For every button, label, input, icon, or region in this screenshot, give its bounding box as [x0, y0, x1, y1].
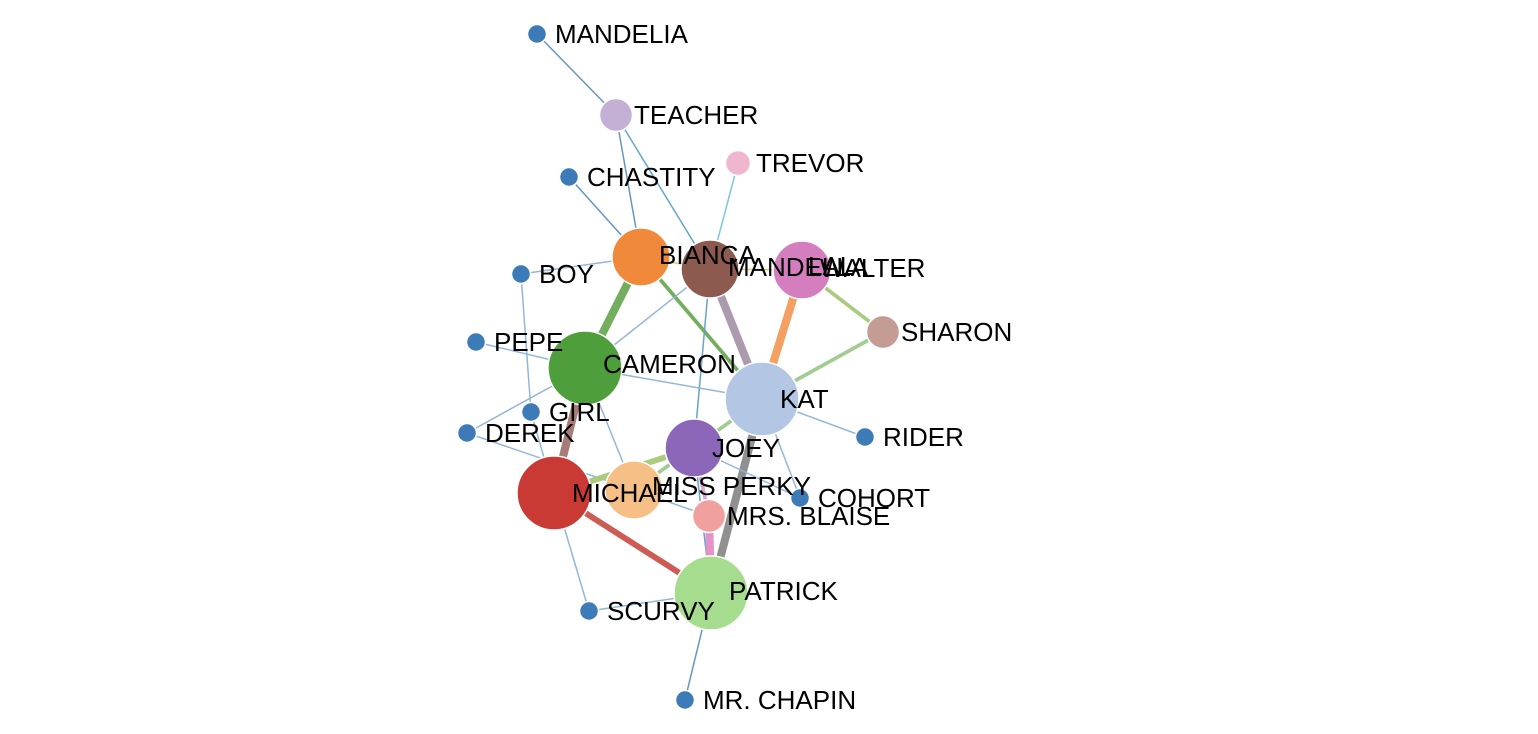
edge-mandelia-teacher: [536, 33, 617, 116]
node-label-teacher: TEACHER: [634, 100, 758, 130]
node-rider[interactable]: [854, 426, 876, 448]
node-label-mandella: MANDELLA: [728, 252, 869, 282]
node-label-bianca: BIANCA: [659, 240, 756, 270]
node-label-pepe: PEPE: [494, 327, 563, 357]
node-label-miss-perky: MISS PERKY: [652, 471, 811, 501]
node-mandella[interactable]: [680, 239, 740, 299]
node-label-mr-chapin: MR. CHAPIN: [703, 685, 856, 715]
node-label-rider: RIDER: [883, 422, 964, 452]
node-kat[interactable]: [724, 361, 800, 437]
node-label-scurvy: SCURVY: [607, 596, 715, 626]
node-label-girl: GIRL: [549, 397, 610, 427]
node-pepe[interactable]: [465, 331, 487, 353]
node-boy[interactable]: [510, 263, 532, 285]
graph-labels: MANDELIA TEACHER TREVOR CHASTITY BIANCAMANDE…: [485, 19, 1012, 715]
node-label-trevor: TREVOR: [756, 148, 864, 178]
edge-boy-girl: [520, 273, 532, 413]
node-bianca[interactable]: [611, 227, 671, 287]
node-label-sharon: SHARON: [901, 317, 1012, 347]
node-trevor[interactable]: [724, 149, 752, 177]
node-girl[interactable]: [520, 401, 542, 423]
node-label-cameron: CAMERON: [603, 349, 736, 379]
node-label-chastity: CHASTITY: [587, 162, 716, 192]
edge-teacher-mandella: [615, 114, 711, 270]
node-label-michael: MICHAEL: [572, 478, 688, 508]
node-label-patrick: PATRICK: [729, 576, 838, 606]
node-label-walter: WALTER: [820, 253, 925, 283]
node-label-kat: KAT: [780, 384, 829, 414]
node-label-boy: BOY: [539, 259, 594, 289]
node-mrs-blaise[interactable]: [691, 498, 727, 534]
node-sharon[interactable]: [865, 314, 901, 350]
node-scurvy[interactable]: [578, 600, 600, 622]
node-miss-perky[interactable]: [604, 460, 664, 520]
node-cohort[interactable]: [789, 487, 811, 509]
node-label-lal: LAL: [808, 251, 854, 281]
node-label-mrs-blaise: MRS. BLAISE: [727, 501, 890, 531]
node-label-mandelia: MANDELIA: [555, 19, 689, 49]
node-label-joey: JOEY: [712, 433, 780, 463]
node-joey[interactable]: [664, 418, 724, 478]
node-label-derek: DEREK: [485, 418, 575, 448]
node-mr-chapin[interactable]: [674, 689, 696, 711]
node-walter[interactable]: [772, 240, 832, 300]
node-teacher[interactable]: [598, 97, 634, 133]
node-derek[interactable]: [456, 422, 478, 444]
node-patrick[interactable]: [673, 555, 749, 631]
node-mandelia[interactable]: [526, 23, 548, 45]
node-cameron[interactable]: [547, 330, 623, 406]
node-label-cohort: COHORT: [818, 483, 930, 513]
graph-nodes: [456, 23, 901, 711]
edge-mandella-joey: [693, 268, 711, 449]
node-michael[interactable]: [516, 455, 592, 531]
node-chastity[interactable]: [558, 166, 580, 188]
